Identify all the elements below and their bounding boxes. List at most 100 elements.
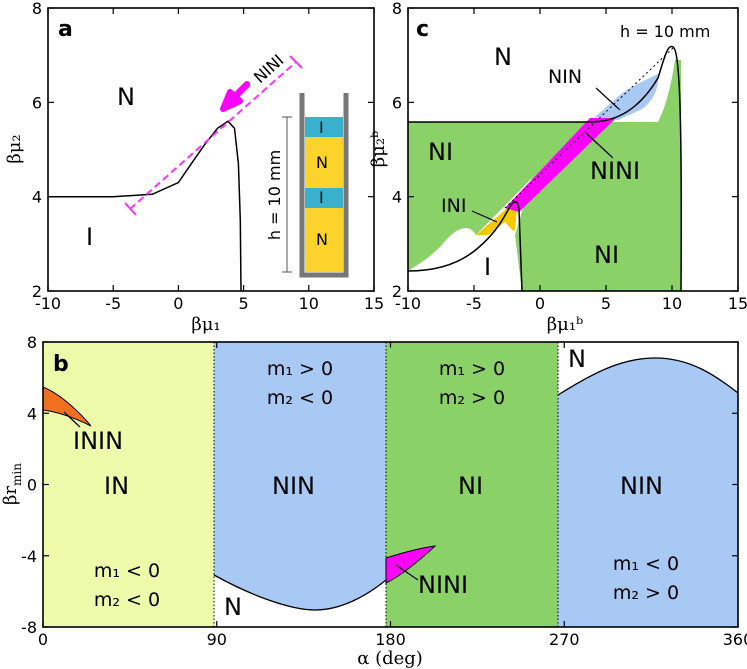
panel-b-sign-4a: m₁ < 0 xyxy=(613,553,679,575)
panel-b-xlabel: α (deg) xyxy=(357,648,423,669)
panel-b-xtick-label-4: 360 xyxy=(723,630,747,649)
panel-c-xlabel: βμ₁ᵇ xyxy=(547,314,584,335)
panel-b-region-N-bottom: N xyxy=(224,593,242,621)
panel-b-region-NIN-1: NIN xyxy=(272,472,315,500)
panel-a-dashed-cap-1 xyxy=(124,202,137,216)
panel-b-region-NINI: NINI xyxy=(418,571,468,599)
panel-a-ytick-label-3: 8 xyxy=(32,0,42,18)
panel-b-ytick-label-2: 0 xyxy=(27,476,37,495)
panel-b-band-NI xyxy=(386,342,558,627)
panel-a-xtick-label-1: -5 xyxy=(105,294,121,313)
slab-walls xyxy=(299,93,349,278)
panel-b-N-bottom-curve xyxy=(213,574,387,611)
slab-layer-I-bottom xyxy=(305,188,343,208)
panel-b-sign-3b: m₂ > 0 xyxy=(439,387,505,409)
panel-b-ylabel: βrmin xyxy=(0,463,24,505)
panel-a-ylabel: βμ₂ xyxy=(4,134,25,163)
panel-c-letter: c xyxy=(416,17,429,42)
panel-b-band-NIN-1 xyxy=(214,342,386,627)
panel-b-letter: b xyxy=(53,352,69,377)
panel-b-ytick-label-1: -4 xyxy=(21,547,37,566)
slab-height-label: h = 10 mm xyxy=(265,150,284,240)
panel-a-dashed-line xyxy=(129,61,297,210)
panel-b-N-top-curve xyxy=(557,357,738,396)
panel-c-region-N: N xyxy=(494,43,512,71)
panel-b-ytick-label-3: 4 xyxy=(27,404,37,423)
panel-c-region-NI-right: NI xyxy=(594,241,619,269)
panel-c-xtick-label-1: -5 xyxy=(466,294,482,313)
panel-a-xtick-label-2: 0 xyxy=(173,294,183,313)
panel-c-xtick-label-4: 10 xyxy=(662,294,682,313)
panel-c-xtick-label-0: -10 xyxy=(395,294,421,313)
panel-c-nin-pointer xyxy=(595,87,621,111)
slab-layer-I-top xyxy=(305,117,343,137)
panel-a-arrow-label: NINI xyxy=(250,51,288,87)
panel-a-xtick-label-5: 15 xyxy=(364,294,384,313)
panel-c-region-NI-left-fill xyxy=(408,122,590,271)
panel-b-ytick-label-4: 8 xyxy=(27,333,37,352)
slab-layer-N-bottom xyxy=(305,208,343,272)
panel-b-band-IN xyxy=(43,342,214,627)
slab-label-N-top: N xyxy=(316,153,328,172)
panel-b-xtick-label-3: 270 xyxy=(549,630,580,649)
panel-a-dashed-cap-2 xyxy=(289,55,303,69)
panel-a-region-I: I xyxy=(86,223,93,251)
panel-c-ylabel: βμ₂ᵇ xyxy=(368,131,389,168)
panel-a-region-N: N xyxy=(117,83,135,111)
panel-c-ytick-label-0: 2 xyxy=(392,282,402,301)
panel-a-xtick-label-4: 10 xyxy=(299,294,319,313)
panel-a-ytick-label-1: 4 xyxy=(32,188,42,207)
panel-c-h-label: h = 10 mm xyxy=(620,22,710,41)
panel-b-sign-1b: m₂ < 0 xyxy=(94,589,160,611)
panel-b-region-N-top: N xyxy=(568,345,586,373)
panel-b-ININ-wedge xyxy=(43,386,92,427)
panel-b-region-NIN-2: NIN xyxy=(620,472,663,500)
panel-c-region-NIN-fill xyxy=(595,74,659,120)
panel-b-sign-2b: m₂ < 0 xyxy=(267,387,333,409)
panel-c-region-INI: INI xyxy=(441,195,466,217)
panel-a-boundary-curve xyxy=(48,120,242,291)
panel-b-N-bottom-fill xyxy=(214,575,386,627)
slab-label-N-bottom: N xyxy=(316,230,328,249)
panel-b-band-NIN-2 xyxy=(558,342,738,627)
panel-c-region-NI-right-fill xyxy=(515,60,681,291)
panel-c-frame xyxy=(407,7,739,292)
slab-label-I-bottom: I xyxy=(319,188,324,207)
panel-c-region-I: I xyxy=(484,253,491,281)
panel-c-xtick-label-2: 0 xyxy=(535,294,545,313)
panel-c-region-NINI-fill xyxy=(505,118,616,212)
panel-a-xtick-label-3: 5 xyxy=(239,294,249,313)
panel-c-xtick-label-5: 15 xyxy=(728,294,747,313)
panel-b-NINI-wedge xyxy=(385,545,437,584)
panel-a-xlabel: βμ₁ xyxy=(191,314,220,335)
panel-b-xtick-label-2: 180 xyxy=(375,630,406,649)
panel-c-dotted-line xyxy=(504,47,674,209)
panel-c-ytick-label-1: 4 xyxy=(392,188,402,207)
panel-c-region-NINI: NINI xyxy=(590,157,640,185)
slab-label-I-top: I xyxy=(319,118,324,137)
panel-a-frame xyxy=(47,7,375,292)
panel-c-xtick-label-3: 5 xyxy=(601,294,611,313)
panel-c-region-NI-left: NI xyxy=(428,138,453,166)
panel-c-nini-pointer xyxy=(585,132,614,159)
panel-b-region-NI: NI xyxy=(458,472,483,500)
panel-c-ticks: -10 -5 0 5 10 15 2 4 6 8 xyxy=(392,0,747,313)
panel-c-ini-pointer xyxy=(471,210,498,223)
panel-c: h = 10 mm N NIN NI NINI INI I NI -10 -5 0 5… xyxy=(368,0,747,335)
panel-b-inin-pointer xyxy=(63,411,81,428)
panel-a-arrow xyxy=(220,81,250,112)
panel-c-ytick-label-2: 6 xyxy=(392,93,402,112)
panel-b-ytick-label-0: -8 xyxy=(21,618,37,637)
panel-a-xtick-label-0: -10 xyxy=(35,294,61,313)
panel-b-xtick-label-0: 0 xyxy=(38,630,48,649)
panel-a-ytick-label-2: 6 xyxy=(32,93,42,112)
panel-b-nini-pointer xyxy=(395,564,419,581)
panel-c-region-NIN: NIN xyxy=(548,66,582,88)
panel-c-boundary-curve-2 xyxy=(408,45,682,291)
panel-b-sign-1a: m₁ < 0 xyxy=(94,560,160,582)
panel-c-ytick-label-3: 8 xyxy=(392,0,402,18)
